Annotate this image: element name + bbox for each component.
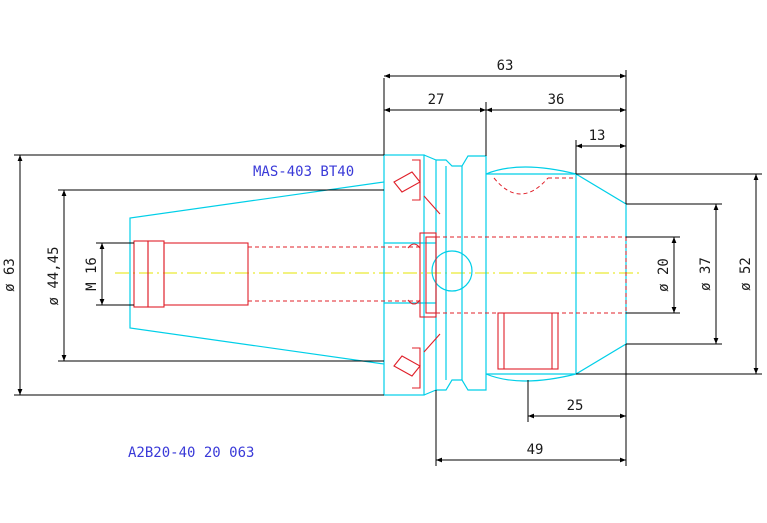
dim-dia-44-45: ø 44,45 xyxy=(46,246,62,305)
dim-thread-m16: M 16 xyxy=(84,257,100,291)
dim-27: 27 xyxy=(428,92,445,108)
holder-type-label: MAS-403 BT40 xyxy=(253,164,354,180)
part-number-label: A2B20-40 20 063 xyxy=(128,445,254,461)
dim-dia-20: ø 20 xyxy=(656,258,672,292)
dim-63: 63 xyxy=(497,58,514,74)
dimension-lines xyxy=(14,70,762,466)
dim-25: 25 xyxy=(567,398,584,414)
hidden-lines xyxy=(133,159,627,389)
dim-dia-52: ø 52 xyxy=(738,257,754,291)
dim-36: 36 xyxy=(548,92,565,108)
dim-49: 49 xyxy=(527,442,544,458)
dim-13: 13 xyxy=(589,128,606,144)
dim-dia-37: ø 37 xyxy=(698,257,714,291)
dim-dia-63: ø 63 xyxy=(2,258,18,292)
